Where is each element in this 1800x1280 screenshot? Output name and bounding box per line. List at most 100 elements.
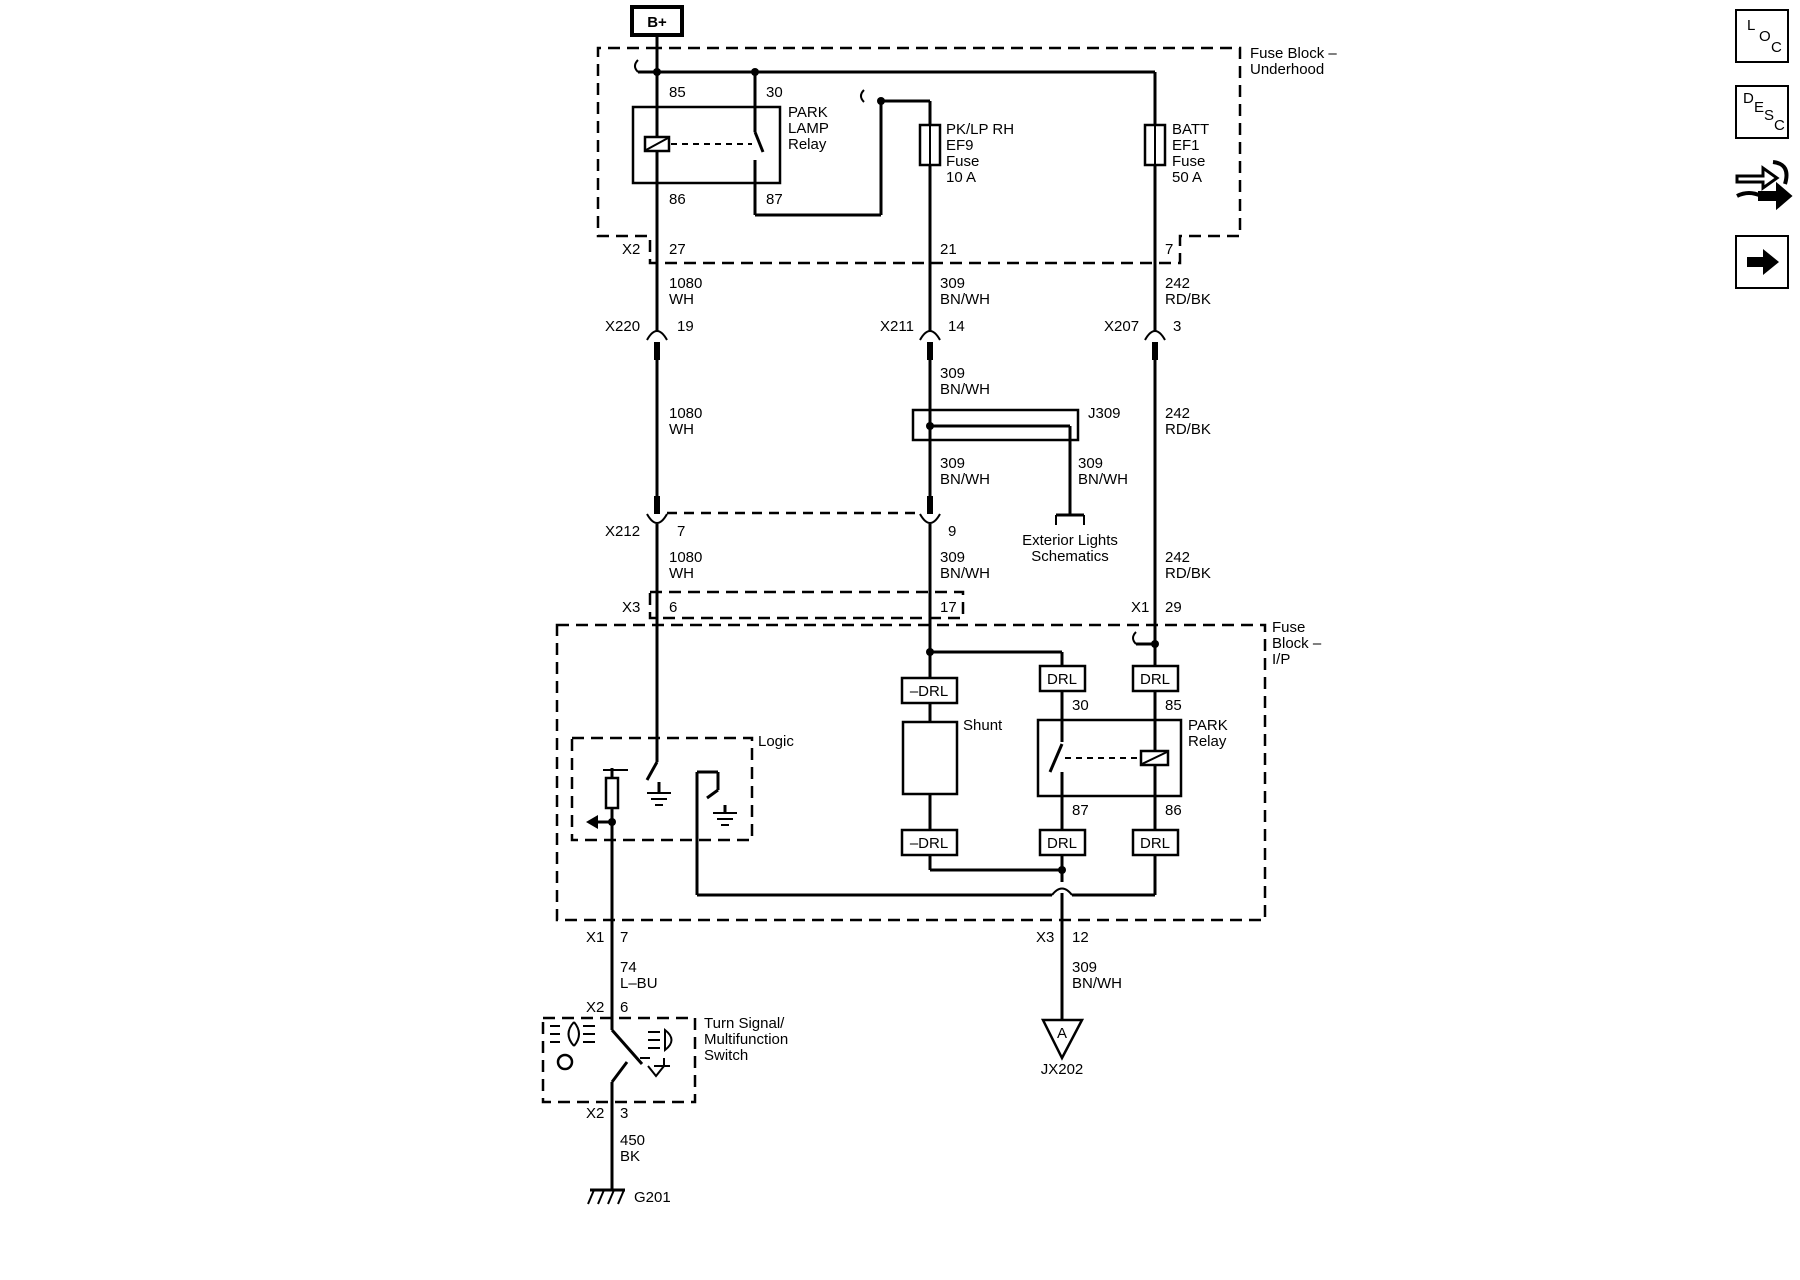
connector-end-view-button[interactable] — [1733, 158, 1793, 218]
next-page-button[interactable] — [1735, 235, 1789, 289]
svg-text:EF1: EF1 — [1172, 137, 1200, 154]
park-lamp-relay — [631, 72, 883, 220]
svg-text:7: 7 — [677, 523, 685, 540]
svg-text:309: 309 — [940, 549, 965, 566]
battery-positive-source: B+ — [630, 5, 684, 37]
exterior-lights-link[interactable]: Exterior Lights — [1022, 532, 1118, 549]
svg-text:WH: WH — [669, 421, 694, 438]
svg-text:85: 85 — [1165, 697, 1182, 714]
svg-text:X212: X212 — [605, 523, 640, 540]
logic-internals — [586, 735, 737, 829]
ground-icon — [587, 1188, 625, 1205]
svg-text:X1: X1 — [586, 929, 604, 946]
fuse-block-underhood-label: Fuse Block – — [1250, 45, 1337, 62]
neg-drl-bottom: –DRL — [900, 828, 959, 857]
svg-text:86: 86 — [1165, 802, 1182, 819]
shunt — [901, 703, 959, 830]
svg-text:B+: B+ — [647, 14, 667, 31]
svg-text:14: 14 — [948, 318, 965, 335]
neg-drl-top: –DRL — [900, 652, 959, 705]
ground-g201-label: G201 — [634, 1189, 671, 1206]
svg-text:6: 6 — [620, 999, 628, 1016]
svg-text:DRL: DRL — [1140, 835, 1170, 852]
svg-text:3: 3 — [620, 1105, 628, 1122]
svg-text:17: 17 — [940, 599, 957, 616]
svg-text:Relay: Relay — [1188, 733, 1227, 750]
logic-block-outline — [570, 736, 754, 842]
svg-text:30: 30 — [766, 84, 783, 101]
drl-fuse-30: DRL — [1038, 664, 1087, 693]
svg-text:Underhood: Underhood — [1250, 61, 1324, 78]
svg-text:–DRL: –DRL — [910, 835, 948, 852]
svg-text:21: 21 — [940, 241, 957, 258]
svg-text:87: 87 — [766, 191, 783, 208]
turn-signal-switch-label: Turn Signal/ — [704, 1015, 785, 1032]
svg-text:74: 74 — [620, 959, 637, 976]
svg-text:1080: 1080 — [669, 549, 702, 566]
off-position-icon — [556, 1053, 574, 1071]
svg-text:87: 87 — [1072, 802, 1089, 819]
description-button[interactable]: D E S C — [1735, 85, 1789, 139]
arrow-right-icon — [1747, 249, 1779, 275]
turn-signal-switch-outline — [541, 1016, 697, 1104]
svg-text:WH: WH — [669, 565, 694, 582]
svg-text:30: 30 — [1072, 697, 1089, 714]
svg-text:309: 309 — [940, 275, 965, 292]
flash-to-pass-icon — [647, 1058, 670, 1078]
svg-text:A: A — [1057, 1025, 1067, 1042]
offpage-ref: JX202 — [1041, 1061, 1084, 1078]
svg-text:X3: X3 — [622, 599, 640, 616]
connector-end-view-icon — [1735, 160, 1793, 211]
connector-x207 — [1144, 330, 1166, 341]
svg-text:I/P: I/P — [1272, 651, 1290, 668]
headlamp-icon — [648, 1027, 673, 1053]
svg-text:–DRL: –DRL — [910, 683, 948, 700]
drl-fuse-85: DRL — [1131, 644, 1180, 693]
drl-87-box: DRL — [1038, 828, 1087, 857]
fuse-block-ip-outline — [555, 623, 1267, 922]
svg-text:Fuse: Fuse — [1172, 153, 1205, 170]
svg-text:86: 86 — [669, 191, 686, 208]
connector-x212 — [646, 513, 668, 524]
drl-86-box: DRL — [1131, 828, 1180, 857]
svg-text:EF9: EF9 — [946, 137, 974, 154]
svg-text:242: 242 — [1165, 275, 1190, 292]
svg-text:L–BU: L–BU — [620, 975, 658, 992]
svg-text:85: 85 — [669, 84, 686, 101]
bus-jumper — [634, 59, 639, 73]
svg-text:RD/BK: RD/BK — [1165, 565, 1211, 582]
svg-text:X2: X2 — [586, 999, 604, 1016]
svg-text:309: 309 — [1078, 455, 1103, 472]
fuse-ef1-label: BATT — [1172, 121, 1209, 138]
svg-text:WH: WH — [669, 291, 694, 308]
svg-text:Relay: Relay — [788, 136, 827, 153]
logic-label: Logic — [758, 733, 794, 750]
svg-text:7: 7 — [1165, 241, 1173, 258]
svg-text:BN/WH: BN/WH — [940, 291, 990, 308]
svg-text:309: 309 — [1072, 959, 1097, 976]
svg-text:X2: X2 — [586, 1105, 604, 1122]
svg-text:Shunt: Shunt — [963, 717, 1003, 734]
location-button[interactable]: L O C — [1735, 9, 1789, 63]
park-relay-label: PARK — [1188, 717, 1228, 734]
connector-x220 — [646, 330, 668, 360]
svg-text:309: 309 — [940, 365, 965, 382]
connector-x2: X2 — [622, 241, 640, 258]
svg-text:DRL: DRL — [1140, 671, 1170, 688]
svg-text:DRL: DRL — [1047, 835, 1077, 852]
svg-text:BK: BK — [620, 1148, 640, 1165]
svg-text:242: 242 — [1165, 405, 1190, 422]
svg-text:19: 19 — [677, 318, 694, 335]
offpage-connector-a[interactable]: A — [1040, 1018, 1085, 1061]
svg-text:Schematics: Schematics — [1031, 548, 1109, 565]
svg-text:7: 7 — [620, 929, 628, 946]
svg-text:29: 29 — [1165, 599, 1182, 616]
park-relay — [1036, 691, 1183, 830]
svg-text:BN/WH: BN/WH — [1078, 471, 1128, 488]
svg-text:RD/BK: RD/BK — [1165, 421, 1211, 438]
svg-text:50 A: 50 A — [1172, 169, 1202, 186]
svg-text:BN/WH: BN/WH — [940, 381, 990, 398]
svg-text:RD/BK: RD/BK — [1165, 291, 1211, 308]
connector-x211 — [919, 330, 941, 341]
